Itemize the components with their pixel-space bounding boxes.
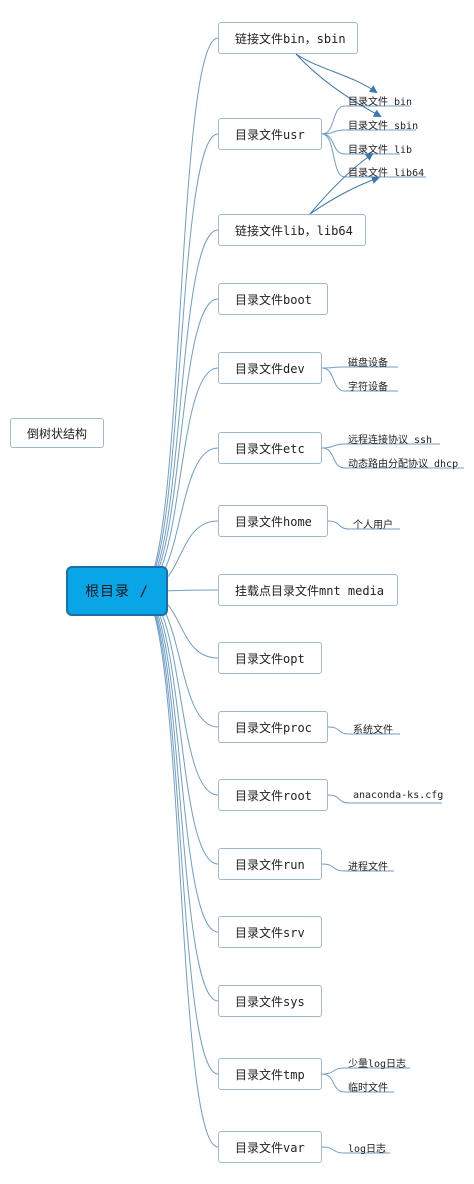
leaf-connector — [327, 520, 400, 530]
branch-node[interactable]: 目录文件opt — [218, 642, 322, 674]
branch-label: 目录文件usr — [235, 127, 305, 142]
branch-connector — [139, 590, 219, 1148]
branch-label: 目录文件dev — [235, 361, 305, 376]
branch-label: 链接文件lib，lib64 — [235, 223, 353, 238]
leaf-connector — [321, 366, 398, 369]
leaf-node[interactable]: 目录文件 lib64 — [348, 168, 425, 179]
branch-label: 目录文件root — [235, 788, 312, 803]
branch-node[interactable]: 目录文件home — [218, 505, 328, 537]
branch-node[interactable]: 目录文件dev — [218, 352, 322, 384]
branch-node[interactable]: 目录文件usr — [218, 118, 322, 150]
branch-label: 目录文件run — [235, 857, 305, 872]
leaf-node[interactable]: 磁盘设备 — [348, 358, 388, 369]
leaf-node[interactable]: 远程连接协议 ssh — [348, 435, 433, 446]
leaf-node[interactable]: 目录文件 sbin — [348, 121, 419, 132]
leaf-node[interactable]: 进程文件 — [348, 862, 388, 873]
leaf-node[interactable]: 目录文件 lib — [348, 145, 413, 156]
leaf-connector — [321, 447, 464, 469]
branch-node[interactable]: 目录文件tmp — [218, 1058, 322, 1090]
leaf-connector — [321, 367, 398, 392]
branch-label: 目录文件etc — [235, 441, 305, 456]
branch-node[interactable]: 链接文件lib，lib64 — [218, 214, 366, 246]
leaf-node[interactable]: 少量log日志 — [348, 1059, 407, 1070]
branch-label: 目录文件srv — [235, 925, 305, 940]
leaf-node[interactable]: 系统文件 — [353, 725, 393, 736]
leaf-node[interactable]: 个人用户 — [353, 520, 393, 531]
leaf-connector — [321, 443, 440, 449]
branch-label: 链接文件bin，sbin — [235, 31, 346, 46]
leaf-connector — [321, 863, 394, 872]
link-arrow — [295, 53, 378, 94]
branch-node[interactable]: 目录文件var — [218, 1131, 322, 1163]
link-arrow — [309, 176, 380, 215]
branch-connector — [139, 590, 219, 796]
link-arrow — [295, 53, 382, 117]
branch-connector — [139, 37, 219, 592]
branch-node[interactable]: 目录文件srv — [218, 916, 322, 948]
branch-label: 目录文件proc — [235, 720, 312, 735]
branch-node[interactable]: 目录文件run — [218, 848, 322, 880]
branch-connector — [139, 590, 219, 1002]
branch-node[interactable]: 目录文件proc — [218, 711, 328, 743]
leaf-node[interactable]: log日志 — [348, 1144, 387, 1155]
branch-node[interactable]: 目录文件boot — [218, 283, 328, 315]
branch-label: 目录文件home — [235, 514, 312, 529]
leaf-connector — [327, 794, 442, 804]
leaf-node[interactable]: anaconda-ks.cfg — [353, 790, 444, 801]
branch-connector — [139, 590, 219, 933]
branch-connector — [139, 590, 219, 1075]
leaf-node[interactable]: 目录文件 bin — [348, 97, 413, 108]
root-label: 根目录 / — [85, 584, 149, 600]
leaf-node[interactable]: 临时文件 — [348, 1083, 388, 1094]
leaf-node[interactable]: 动态路由分配协议 dhcp — [348, 459, 459, 470]
leaf-connector — [321, 1146, 390, 1154]
branch-node[interactable]: 目录文件etc — [218, 432, 322, 464]
branch-label: 目录文件opt — [235, 651, 305, 666]
branch-connector — [139, 298, 219, 592]
branch-node[interactable]: 目录文件root — [218, 779, 328, 811]
branch-connector — [139, 229, 219, 592]
branch-node[interactable]: 挂载点目录文件mnt media — [218, 574, 398, 606]
title-node[interactable]: 倒树状结构 — [10, 418, 104, 448]
leaf-node[interactable]: 字符设备 — [348, 382, 388, 393]
leaf-connector — [321, 1073, 394, 1093]
branch-label: 目录文件tmp — [235, 1067, 305, 1082]
leaf-connector — [321, 105, 410, 135]
branch-node[interactable]: 链接文件bin，sbin — [218, 22, 358, 54]
leaf-connector — [321, 1067, 410, 1075]
root-node[interactable]: 根目录 / — [66, 566, 168, 616]
leaf-connector — [327, 726, 400, 735]
branch-label: 挂载点目录文件mnt media — [235, 583, 385, 598]
branch-label: 目录文件sys — [235, 994, 305, 1009]
leaf-connector — [321, 129, 416, 135]
branch-label: 目录文件var — [235, 1140, 305, 1155]
title-label: 倒树状结构 — [26, 426, 87, 441]
branch-label: 目录文件boot — [235, 292, 312, 307]
link-arrow — [309, 152, 374, 215]
branch-node[interactable]: 目录文件sys — [218, 985, 322, 1017]
